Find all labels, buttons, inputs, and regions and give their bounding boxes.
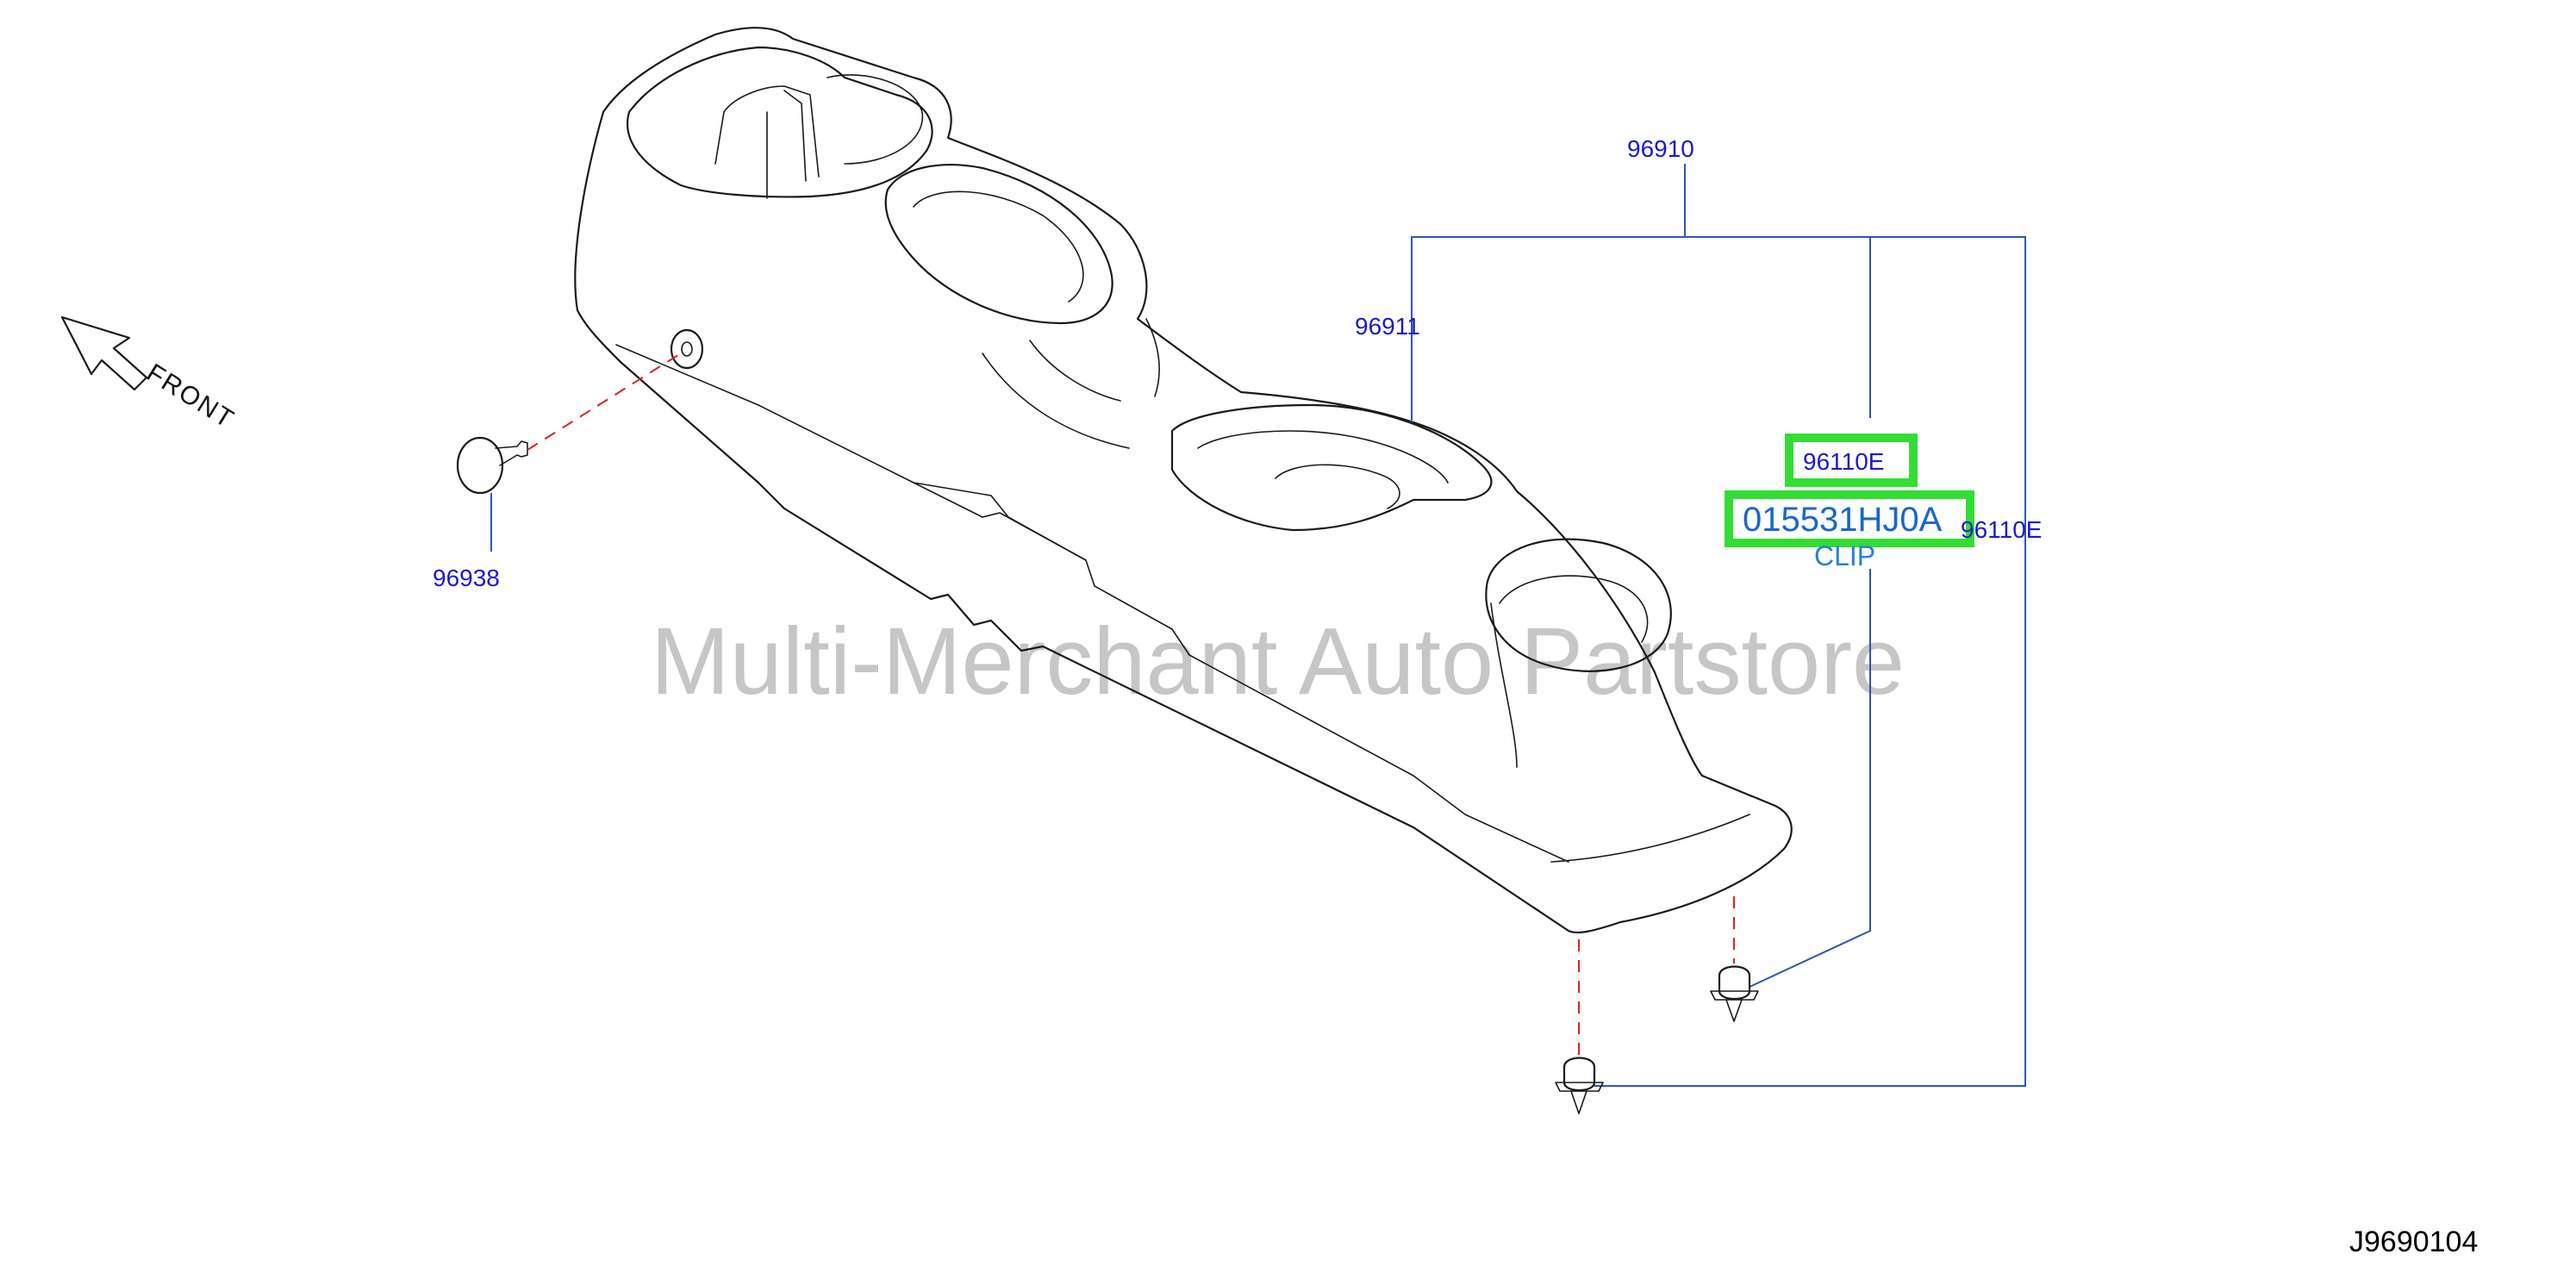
clip-fastener-icon: [1710, 965, 1759, 1022]
clip-fastener-icon-rear: [1555, 1057, 1604, 1114]
assembly-bracket: [1411, 236, 2026, 1087]
highlight-box-96110E: [1785, 434, 1918, 487]
clip-name-label: CLIP: [1814, 540, 1875, 571]
highlighted-part-number: 015531HJ0A: [1743, 501, 1943, 539]
callout-96910: 96910: [1627, 135, 1694, 162]
callout-96110E-upper: 96110E: [1803, 448, 1884, 475]
center-console-drawing: [574, 27, 1793, 934]
clip-lower-leader: [1749, 569, 1871, 988]
watermark: Multi-Merchant Auto Partstore: [651, 608, 1905, 714]
push-cap-icon: [456, 436, 528, 495]
cap-dashed-line: [527, 353, 682, 451]
callout-96911: 96911: [1355, 313, 1420, 340]
figure-id: J9690104: [2349, 1226, 2478, 1258]
front-arrow-icon: [60, 315, 148, 391]
callout-96110E-right: 96110E: [1961, 516, 2042, 543]
callout-96938: 96938: [433, 565, 500, 591]
highlight-box-part-number: [1725, 490, 1974, 547]
front-label: FRONT: [141, 359, 240, 434]
